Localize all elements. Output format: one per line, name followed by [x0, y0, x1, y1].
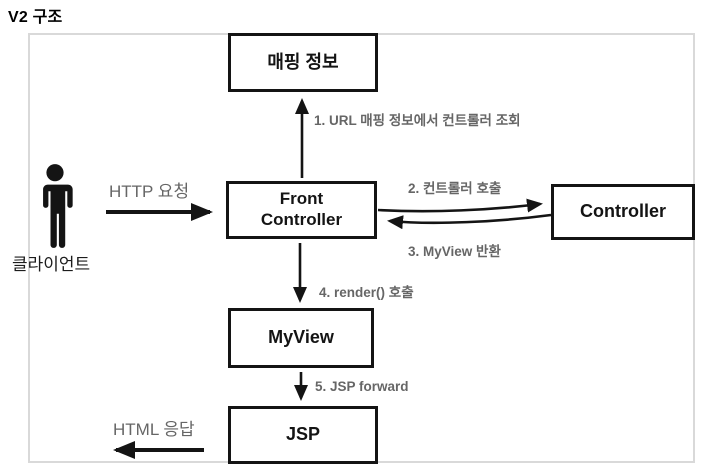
- node-controller-label: Controller: [579, 201, 666, 222]
- node-jsp: JSP: [228, 406, 378, 464]
- label-step3: 3. MyView 반환: [408, 244, 501, 259]
- label-step4: 4. render() 호출: [319, 285, 414, 300]
- label-step1: 1. URL 매핑 정보에서 컨트롤러 조회: [314, 113, 521, 128]
- node-mapping-info: 매핑 정보: [228, 33, 378, 92]
- node-jsp-label: JSP: [285, 424, 321, 445]
- node-front-controller-label-line2: Controller: [260, 210, 343, 229]
- page-title: V2 구조: [8, 9, 63, 26]
- client-person-icon: [42, 164, 73, 248]
- diagram-frame: [28, 33, 695, 463]
- label-step5: 5. JSP forward: [315, 379, 409, 394]
- node-controller: Controller: [551, 184, 695, 240]
- node-myview: MyView: [228, 308, 374, 368]
- label-html-response: HTML 응답: [113, 420, 195, 439]
- node-front-controller-label-line1: Front: [279, 189, 324, 209]
- node-front-controller: Front Controller: [226, 181, 377, 239]
- node-mapping-info-label: 매핑 정보: [267, 51, 339, 72]
- label-client: 클라이언트: [12, 255, 91, 274]
- label-step2: 2. 컨트롤러 호출: [408, 181, 502, 196]
- node-myview-label: MyView: [268, 327, 334, 348]
- label-http-request: HTTP 요청: [109, 182, 190, 201]
